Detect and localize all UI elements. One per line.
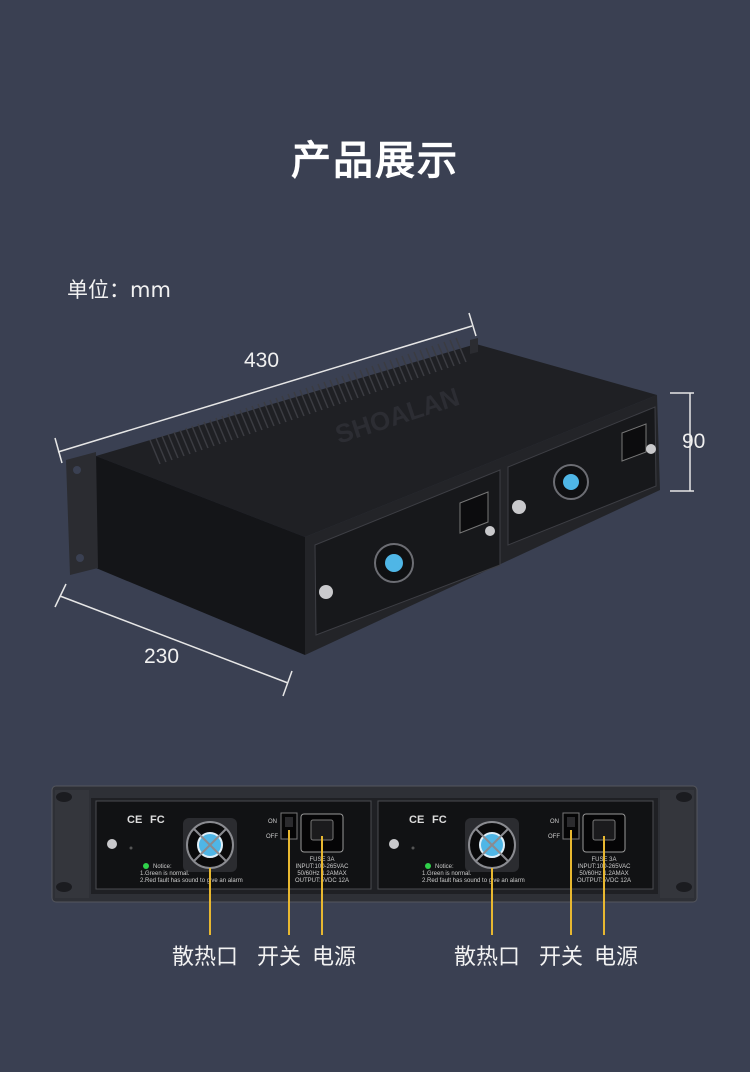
- knob-icon: [107, 839, 117, 849]
- status-led-icon: [425, 863, 431, 869]
- rack-ear-right: [470, 338, 478, 354]
- ce-mark: CE: [127, 814, 142, 826]
- power-socket-icon: [621, 423, 647, 462]
- switch-on-label: ON: [268, 819, 277, 825]
- callout-lines: [209, 830, 605, 935]
- notice-line-2: 2.Red fault has sound to give an alarm: [140, 878, 243, 884]
- status-led-icon: [143, 863, 149, 869]
- notice-line-1: 1.Green is normal.: [140, 871, 190, 877]
- switch-off-label: OFF: [266, 834, 278, 840]
- fan-hub-icon: [385, 554, 403, 572]
- width-dimension: 430: [244, 349, 280, 372]
- depth-dimension-line: [59, 595, 289, 684]
- fc-mark: FC: [150, 814, 165, 826]
- depth-dimension: 230: [144, 645, 180, 668]
- page-title: 产品展示: [291, 138, 459, 184]
- switch-off-label: OFF: [548, 834, 560, 840]
- knob-icon: [319, 585, 333, 599]
- fc-mark: FC: [432, 814, 447, 826]
- knob-icon: [389, 839, 399, 849]
- notice-line-1: 1.Green is normal.: [422, 871, 472, 877]
- callout-power-right: 电源: [594, 945, 639, 970]
- knob-icon: [485, 526, 495, 536]
- power-socket-icon: [459, 491, 489, 534]
- callout-switch-left: 开关: [257, 945, 302, 970]
- dimension-lines: [54, 312, 694, 697]
- switch-on-label: ON: [550, 819, 559, 825]
- unit-label: 单位：mm: [67, 278, 171, 302]
- top-vents: [149, 337, 467, 465]
- callout-power-left: 电源: [312, 945, 357, 970]
- height-dimension: 90: [682, 430, 706, 453]
- chassis-top: [96, 344, 657, 537]
- fan-hub-icon: [563, 474, 579, 490]
- ce-mark: CE: [409, 814, 424, 826]
- callout-switch-right: 开关: [539, 945, 584, 970]
- knob-icon: [512, 500, 526, 514]
- notice-title: Notice:: [153, 864, 172, 870]
- notice-line-2: 2.Red fault has sound to give an alarm: [422, 878, 525, 884]
- notice-title: Notice:: [435, 864, 454, 870]
- rack-ear-left: [55, 790, 89, 898]
- callout-vent-right: 散热口: [454, 945, 521, 970]
- rack-ear-left: [66, 452, 98, 575]
- width-dimension-line: [57, 325, 473, 453]
- callout-vent-left: 散热口: [172, 945, 239, 970]
- knob-icon: [646, 444, 656, 454]
- chassis-side: [96, 456, 305, 655]
- rack-ear-right: [660, 790, 694, 898]
